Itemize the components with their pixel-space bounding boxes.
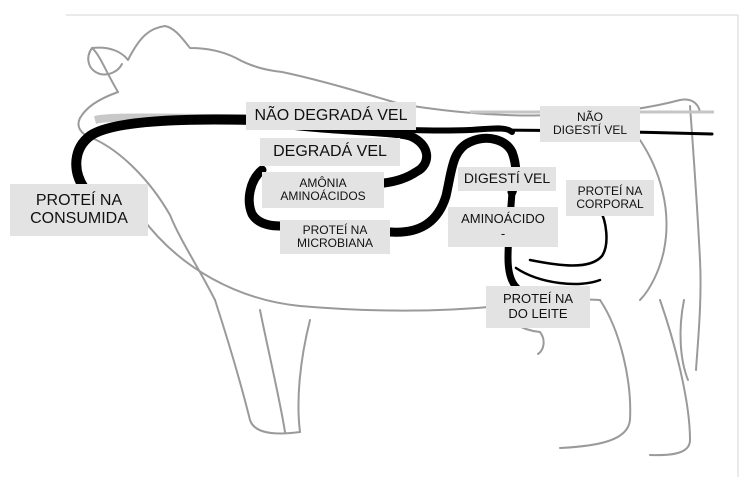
label-protein-consumed: PROTEÍ NA CONSUMIDA: [10, 184, 148, 236]
label-digestible: DIGESTÍ VEL: [458, 167, 556, 191]
label-non-degradable: NÃO DEGRADÁ VEL: [246, 102, 416, 130]
label-non-digestible: NÃO DIGESTÍ VEL: [540, 106, 640, 142]
label-body-protein: PROTEÍ NA CORPORAL: [566, 180, 654, 216]
label-milk-protein: PROTEÍ NA DO LEITE: [486, 286, 590, 328]
label-ammonia-amino-acids: AMÔNIA AMINOÁCIDOS: [262, 172, 384, 208]
label-degradable: DEGRADÁ VEL: [260, 138, 400, 166]
label-amino-acid: AMINOÁCIDO -: [448, 207, 558, 247]
label-microbial-protein: PROTEÍ NA MICROBIANA: [280, 220, 390, 254]
